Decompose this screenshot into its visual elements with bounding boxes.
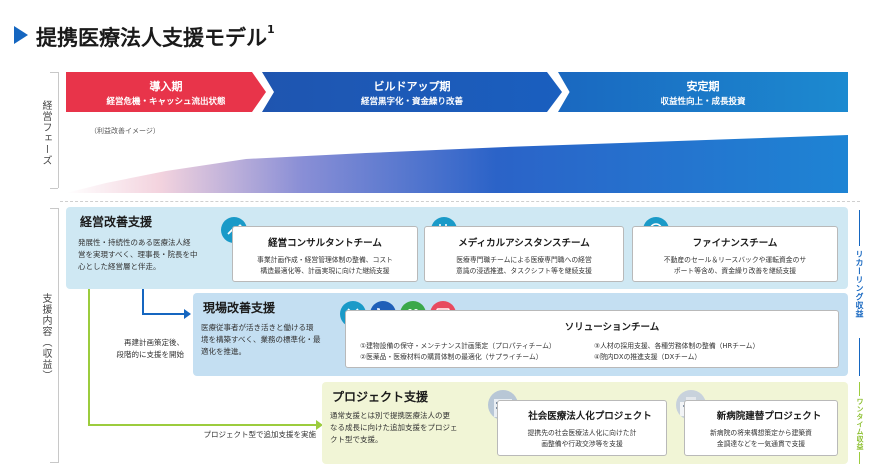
medical-assistance-title: メディカルアシスタンスチーム — [458, 238, 590, 249]
phase-buildup: ビルドアップ期 経営黒字化・資金繰り改善 — [262, 72, 562, 112]
phase-stable-sub: 収益性向上・成長投資 — [660, 96, 746, 107]
field-desc: 医療従事者が活き活きと働ける環 境を構築すべく、業務の標準化・最 適化を推進。 — [201, 323, 321, 356]
support-axis-tick-bottom — [50, 462, 58, 463]
phase-buildup-name: ビルドアップ期 — [373, 79, 451, 93]
profit-ramp — [66, 135, 848, 193]
phase-axis-tick-top — [50, 72, 58, 73]
onetime-line-bottom — [859, 452, 860, 464]
onetime-revenue-label: ワンタイム収益 — [856, 398, 864, 451]
field-title: 現場改善支援 — [203, 301, 276, 315]
social-medical-project-card: 社会医療法人化プロジェクト 提携先の社会医療法人化に向けた計 画整備や行政交渉等… — [497, 400, 667, 456]
management-desc: 発展性・持続性のある医療法人経 営を実現すべく、理事長・院長を中 心とした経営層… — [78, 238, 198, 271]
connector-horizontal-blue — [142, 313, 186, 315]
field-caption: 再建計画策定後、 段階的に支援を開始 — [116, 338, 185, 359]
phase-intro-name: 導入期 — [149, 79, 183, 93]
connector-vertical-blue — [142, 289, 144, 314]
consultant-team-title: 経営コンサルタントチーム — [268, 238, 382, 249]
new-hospital-project-desc: 新病院の将来構想策定から建築資 金調達などを一気通貫で支援 — [710, 429, 812, 448]
project-title: プロジェクト支援 — [332, 390, 429, 404]
project-caption: プロジェクト型で追加支援を実施 — [203, 430, 317, 439]
phase-intro-sub: 経営危機・キャッシュ流出状態 — [106, 96, 226, 107]
social-medical-project-desc: 提携先の社会医療法人化に向けた計 画整備や行政交渉等を支援 — [527, 429, 637, 448]
connector-arrow-green-icon — [316, 420, 323, 430]
solution-team-title: ソリューションチーム — [564, 322, 660, 333]
page-title: 提携医療法人支援モデル1 — [36, 23, 275, 50]
solution-team-card: ソリューションチーム ①建物設備の保守・メンテナンス計画策定（プロパティチーム）… — [345, 310, 839, 368]
finance-team-title: ファイナンスチーム — [692, 238, 778, 249]
medical-assistance-desc: 医療専門職チームによる医療専門職への経営 意識の浸透推進、タスクシフト等を継続支… — [456, 256, 592, 275]
title-arrow-icon — [14, 26, 28, 44]
finance-team-card: ファイナンスチーム 不動産のセール＆リースバックや運転資金のサ ポート等含め、資… — [632, 226, 838, 282]
medical-assistance-card: メディカルアシスタンスチーム 医療専門職チームによる医療専門職への経営 意識の浸… — [424, 226, 624, 282]
solution-items-left: ①建物設備の保守・メンテナンス計画策定（プロパティチーム） ②医薬品・医療材料の… — [360, 342, 556, 361]
section-divider — [60, 201, 860, 202]
support-axis-label: 支援内容（収益） — [40, 293, 51, 381]
project-desc: 通常支援とは別で提携医療法人の更 なる成長に向けた追加支援をプロジェ クト型で支… — [330, 411, 458, 444]
phase-intro: 導入期 経営危機・キャッシュ流出状態 — [66, 72, 266, 112]
support-axis-tick-top — [50, 208, 58, 209]
recurring-line-top — [859, 210, 860, 246]
solution-items-right: ③人材の採用支援、各種労務体制の整備（HRチーム） ④院内DXの推進支援（DXチ… — [594, 342, 760, 361]
phase-stable-name: 安定期 — [686, 79, 720, 93]
connector-arrow-blue-icon — [184, 309, 191, 319]
connector-vertical-green — [88, 289, 90, 425]
management-title: 経営改善支援 — [80, 215, 153, 229]
phase-axis-tick-bottom — [50, 188, 58, 189]
consultant-team-desc: 事業計画作成・経営管理体制の整備、コスト 構造最適化等、計画実現に向けた継続支援 — [257, 256, 393, 275]
support-axis-line — [58, 208, 59, 463]
onetime-line-top — [859, 382, 860, 396]
phase-axis-line — [58, 72, 59, 188]
phase-axis-label: 経営フェーズ — [40, 100, 51, 166]
phase-stable: 安定期 収益性向上・成長投資 — [558, 72, 848, 112]
profit-note: （利益改善イメージ） — [90, 127, 160, 135]
new-hospital-project-card: 新病院建替プロジェクト 新病院の将来構想策定から建築資 金調達などを一気通貫で支… — [684, 400, 838, 456]
recurring-revenue-label: リカーリング収益 — [855, 250, 864, 318]
finance-team-desc: 不動産のセール＆リースバックや運転資金のサ ポート等含め、資金繰り改善を継続支援 — [663, 256, 807, 275]
recurring-line-bottom — [859, 338, 860, 376]
connector-horizontal-green — [88, 424, 318, 426]
social-medical-project-title: 社会医療法人化プロジェクト — [528, 411, 652, 422]
new-hospital-project-title: 新病院建替プロジェクト — [716, 411, 822, 422]
phase-buildup-sub: 経営黒字化・資金繰り改善 — [360, 96, 463, 107]
consultant-team-card: 経営コンサルタントチーム 事業計画作成・経営管理体制の整備、コスト 構造最適化等… — [232, 226, 418, 282]
